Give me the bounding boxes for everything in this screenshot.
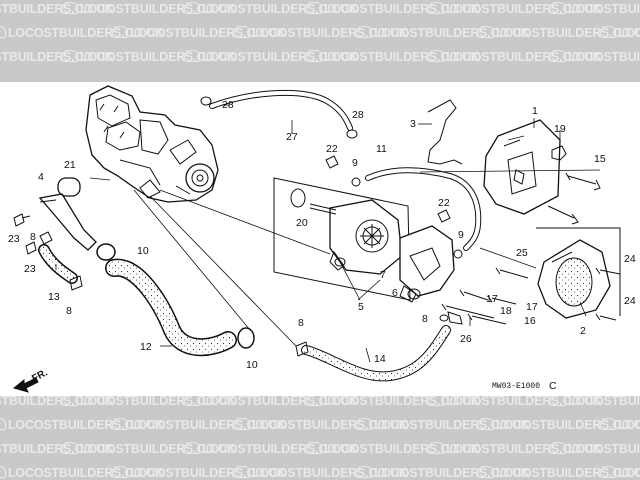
- bolt-25: [495, 267, 529, 279]
- hose-27: [209, 89, 353, 131]
- callout-n7: 7: [380, 269, 386, 281]
- watermark-tile: LOCOSTBUILDERS.CO.UK: [0, 442, 114, 456]
- callout-n28a: 28: [222, 99, 234, 111]
- hose-14: [301, 325, 451, 382]
- watermark-band-top: LOCOSTBUILDERS.CO.UK LOCOSTBUILDERS.CO.UK…: [0, 0, 640, 82]
- clamp-28-left: [200, 96, 212, 106]
- callout-n17b: 17: [526, 301, 538, 313]
- hose-13: [38, 244, 78, 284]
- watermark-tile: LOCOSTBUILDERS.CO.UK: [550, 442, 640, 456]
- clamp-9-right: [453, 249, 463, 259]
- hose-12: [105, 258, 237, 357]
- washer-22-upper: [325, 155, 339, 169]
- callout-n8a: 8: [30, 231, 36, 243]
- clamp-8-left-lower: [69, 275, 83, 291]
- clamp-9-upper: [351, 177, 361, 187]
- callout-n23b: 23: [24, 263, 36, 275]
- callout-n8d: 8: [422, 313, 428, 325]
- callout-n23a: 23: [8, 233, 20, 245]
- watermark-tile: LOCOSTBUILDERS.CO.UK: [0, 2, 114, 16]
- callout-n21: 21: [64, 159, 76, 171]
- o-ring-21: [57, 177, 81, 197]
- leader-lines: [55, 104, 601, 363]
- watermark-tile: LOCOSTBUILDERS.CO.UK: [550, 396, 640, 408]
- callout-n20: 20: [296, 217, 308, 229]
- watermark-tile: LOCOSTBUILDERS.CO.UK: [600, 418, 640, 432]
- clamp-28-right: [346, 129, 358, 139]
- watermark-tile: LOCOSTBUILDERS.CO.UK: [600, 26, 640, 40]
- callout-n3: 3: [410, 118, 416, 130]
- callout-n8c: 8: [298, 317, 304, 329]
- thermostat-cover-1: [483, 119, 561, 215]
- callout-n2: 2: [580, 325, 586, 337]
- callout-n13: 13: [48, 291, 60, 303]
- callout-n15: 15: [594, 153, 606, 165]
- callout-n6: 6: [392, 287, 398, 299]
- callout-n17a: 17: [486, 293, 498, 305]
- drawing-revision: C: [549, 380, 557, 392]
- pipe-4: [38, 193, 97, 251]
- watermark-tile: LOCOSTBUILDERS.CO.UK: [550, 2, 640, 16]
- callout-n9b: 9: [458, 229, 464, 241]
- bolt-26: [447, 311, 463, 325]
- clip-19: [551, 145, 567, 161]
- callout-n26: 26: [460, 333, 472, 345]
- callout-n24a: 24: [624, 253, 636, 265]
- bolt-24-lower: [595, 313, 617, 321]
- bolt-17-left: [459, 289, 489, 301]
- callout-n4: 4: [38, 171, 44, 183]
- callout-n9a: 9: [352, 157, 358, 169]
- pump-cover-7: [399, 225, 455, 303]
- washer-22-right: [437, 209, 451, 223]
- callout-n22b: 22: [438, 197, 450, 209]
- callout-n14: 14: [374, 353, 386, 365]
- drawing-code: MW03-E1000: [492, 382, 540, 391]
- watermark-tile: LOCOSTBUILDERS.CO.UK: [600, 466, 640, 480]
- callout-n12: 12: [140, 341, 152, 353]
- callout-n24b: 24: [624, 295, 636, 307]
- bolt-15-lower: [547, 205, 579, 225]
- bracket-3: [427, 99, 463, 165]
- bolt-23-upper: [13, 213, 31, 227]
- callout-n25: 25: [516, 247, 528, 259]
- callout-n11: 11: [376, 143, 387, 155]
- clamp-8-lower: [295, 341, 309, 357]
- clamp-10-lower: [237, 327, 255, 349]
- callout-n8b: 8: [66, 305, 72, 317]
- cover-2: [536, 227, 621, 319]
- callout-n19: 19: [554, 123, 566, 135]
- bolt-17-right: [487, 295, 517, 305]
- front-arrow-label: FR.: [30, 367, 50, 384]
- bolt-15: [565, 172, 601, 191]
- bolt-18: [441, 303, 495, 319]
- callout-n10a: 10: [137, 245, 149, 257]
- callout-n28b: 28: [352, 109, 364, 121]
- bolt-24-upper: [595, 267, 621, 275]
- o-ring-20: [290, 188, 306, 208]
- pump-shaft: [309, 203, 337, 215]
- callout-n16: 16: [524, 315, 536, 327]
- callout-n1: 1: [532, 105, 538, 117]
- water-pump-body-5: [273, 177, 411, 301]
- clamp-10-upper: [96, 243, 116, 261]
- callout-n5: 5: [358, 301, 364, 313]
- gasket-6: [407, 288, 421, 300]
- clamp-8-left-upper: [39, 231, 53, 245]
- clamp-8-right: [439, 314, 449, 322]
- watermark-tile: LOCOSTBUILDERS.CO.UK: [550, 50, 640, 64]
- callout-n18: 18: [500, 305, 512, 317]
- callout-n10b: 10: [246, 359, 258, 371]
- engine-block: [85, 85, 219, 203]
- watermark-tile: LOCOSTBUILDERS.CO.UK: [0, 50, 114, 64]
- watermark-band-bottom: LOCOSTBUILDERS.CO.UK LOCOSTBUILDERS.CO.UK…: [0, 396, 640, 480]
- front-direction-arrow: [12, 377, 39, 393]
- bolt-23-lower: [25, 241, 37, 255]
- hose-11: [365, 167, 482, 251]
- callout-n22a: 22: [326, 143, 338, 155]
- callout-n27: 27: [286, 131, 298, 143]
- watermark-tile: LOCOSTBUILDERS.CO.UK: [0, 396, 114, 408]
